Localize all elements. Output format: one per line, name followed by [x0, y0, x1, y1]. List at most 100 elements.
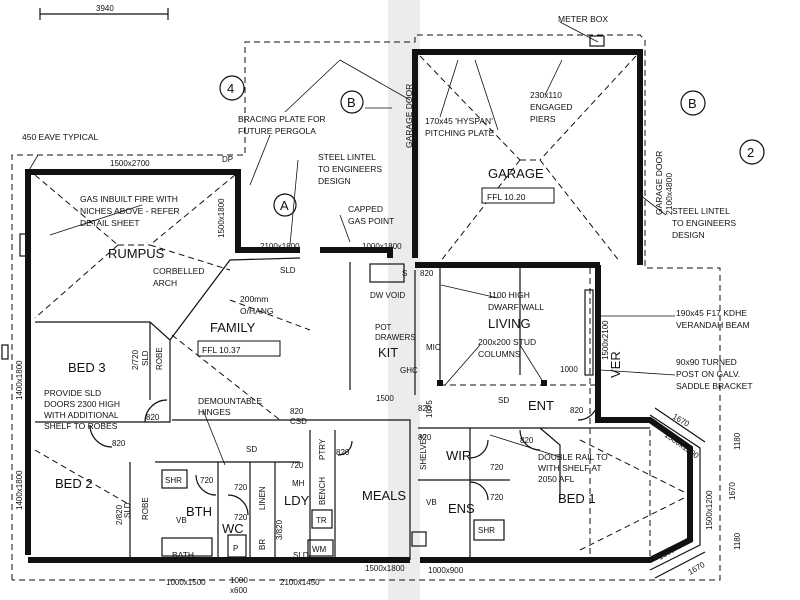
- svg-text:820: 820: [520, 436, 534, 445]
- svg-text:1500x2100: 1500x2100: [601, 320, 610, 360]
- svg-text:METER BOX: METER BOX: [558, 14, 608, 24]
- robe-bed2: ROBE: [141, 497, 150, 520]
- svg-text:S: S: [402, 269, 407, 278]
- garage-ffl: FFL 10.20: [487, 192, 526, 202]
- vb-ens: VB: [426, 498, 437, 507]
- svg-text:COLUMNS: COLUMNS: [478, 349, 521, 359]
- svg-text:SD: SD: [498, 396, 509, 405]
- room-garage: GARAGE: [488, 166, 544, 181]
- svg-text:1000: 1000: [230, 576, 248, 585]
- svg-text:SLD: SLD: [123, 502, 132, 518]
- room-bth: BTH: [186, 504, 212, 519]
- room-wir: WIR: [446, 448, 471, 463]
- svg-text:1075: 1075: [425, 400, 434, 418]
- svg-text:A: A: [280, 198, 289, 213]
- svg-text:O/HANG: O/HANG: [240, 306, 274, 316]
- room-ent: ENT: [528, 398, 554, 413]
- svg-text:1500x1200: 1500x1200: [705, 490, 714, 530]
- room-rumpus: RUMPUS: [108, 246, 165, 261]
- roof-lines: [34, 55, 691, 560]
- svg-text:1400x1800: 1400x1800: [15, 360, 24, 400]
- svg-text:NICHES ABOVE - REFER: NICHES ABOVE - REFER: [80, 206, 180, 216]
- svg-text:720: 720: [234, 483, 248, 492]
- room-meals: MEALS: [362, 488, 406, 503]
- room-br: BR: [258, 539, 267, 550]
- svg-text:SLD: SLD: [141, 350, 150, 366]
- room-linen: LINEN: [258, 486, 267, 510]
- svg-text:820: 820: [336, 448, 350, 457]
- room-ver: VER: [608, 351, 623, 378]
- svg-text:MIC: MIC: [426, 343, 441, 352]
- svg-text:720: 720: [200, 476, 214, 485]
- svg-text:2100x1450: 2100x1450: [280, 578, 320, 587]
- room-ldy: LDY: [284, 493, 310, 508]
- svg-text:1100 HIGH: 1100 HIGH: [488, 290, 530, 300]
- svg-text:1500: 1500: [376, 394, 394, 403]
- svg-text:1000x1800: 1000x1800: [362, 242, 402, 251]
- internal-walls: [35, 257, 650, 560]
- svg-text:POST ON GALV.: POST ON GALV.: [676, 369, 740, 379]
- svg-text:1500x1800: 1500x1800: [365, 564, 405, 573]
- family-ffl: FFL 10.37: [202, 345, 241, 355]
- svg-text:200mm: 200mm: [240, 294, 268, 304]
- marker-A: A: [273, 193, 297, 217]
- svg-text:WITH ADDITIONAL: WITH ADDITIONAL: [44, 410, 119, 420]
- svg-text:STEEL LINTEL: STEEL LINTEL: [318, 152, 376, 162]
- room-wm: WM: [312, 545, 327, 554]
- svg-text:450 EAVE TYPICAL: 450 EAVE TYPICAL: [22, 132, 98, 142]
- svg-text:190x45 F17 KDHE: 190x45 F17 KDHE: [676, 308, 747, 318]
- svg-text:170x45 'HYSPAN': 170x45 'HYSPAN': [425, 116, 493, 126]
- svg-text:CAPPED: CAPPED: [348, 204, 383, 214]
- garage-ffl-box: [481, 187, 555, 204]
- svg-text:2050 AFL: 2050 AFL: [538, 474, 575, 484]
- svg-text:ARCH: ARCH: [153, 278, 177, 288]
- room-bed3: BED 3: [68, 360, 106, 375]
- marker-2: 2: [739, 139, 765, 165]
- svg-text:2/720: 2/720: [131, 349, 140, 370]
- svg-text:1180: 1180: [733, 532, 742, 550]
- svg-text:DETAIL SHEET: DETAIL SHEET: [80, 218, 140, 228]
- svg-text:720: 720: [490, 463, 504, 472]
- svg-text:DWARF WALL: DWARF WALL: [488, 302, 544, 312]
- svg-text:720: 720: [234, 513, 248, 522]
- svg-text:DOUBLE RAIL TO: DOUBLE RAIL TO: [538, 452, 608, 462]
- family-ffl-box: [197, 340, 281, 357]
- svg-text:1000x1500: 1000x1500: [166, 578, 206, 587]
- svg-text:ENGAGED: ENGAGED: [530, 102, 573, 112]
- svg-text:GHC: GHC: [400, 366, 418, 375]
- svg-text:SD: SD: [246, 445, 257, 454]
- svg-text:DRAWERS: DRAWERS: [375, 333, 416, 342]
- svg-text:CORBELLED: CORBELLED: [153, 266, 205, 276]
- svg-text:PITCHING PLATE: PITCHING PLATE: [425, 128, 495, 138]
- svg-text:1500x1800: 1500x1800: [217, 198, 226, 238]
- svg-text:1180: 1180: [733, 432, 742, 450]
- svg-text:TO ENGINEERS: TO ENGINEERS: [672, 218, 736, 228]
- svg-text:PIERS: PIERS: [530, 114, 556, 124]
- svg-text:820: 820: [146, 413, 160, 422]
- room-ens: ENS: [448, 501, 475, 516]
- svg-text:1670: 1670: [728, 482, 737, 500]
- svg-text:B: B: [347, 95, 356, 110]
- svg-text:90x90 TURNED: 90x90 TURNED: [676, 357, 737, 367]
- svg-text:3/820: 3/820: [275, 519, 284, 540]
- svg-text:2/820: 2/820: [115, 504, 124, 525]
- door-swings: [89, 399, 599, 516]
- notes: METER BOX 450 EAVE TYPICAL BRACING PLATE…: [22, 14, 753, 484]
- room-kit: KIT: [378, 345, 398, 360]
- bay-window: [649, 407, 706, 579]
- room-family: FAMILY: [210, 320, 256, 335]
- svg-text:820: 820: [420, 269, 434, 278]
- svg-text:B: B: [688, 96, 697, 111]
- room-bed2: BED 2: [55, 476, 93, 491]
- external-walls: [25, 49, 693, 563]
- svg-text:1400x1800: 1400x1800: [15, 470, 24, 510]
- svg-text:STEEL LINTEL: STEEL LINTEL: [672, 206, 730, 216]
- svg-text:820: 820: [418, 404, 432, 413]
- svg-text:1500x2700: 1500x2700: [110, 159, 150, 168]
- svg-text:GARAGE DOOR: GARAGE DOOR: [404, 84, 414, 148]
- svg-text:2100x4800: 2100x4800: [664, 173, 674, 215]
- svg-text:DESIGN: DESIGN: [318, 176, 351, 186]
- svg-text:CSD: CSD: [290, 417, 307, 426]
- svg-text:DW VOID: DW VOID: [370, 291, 405, 300]
